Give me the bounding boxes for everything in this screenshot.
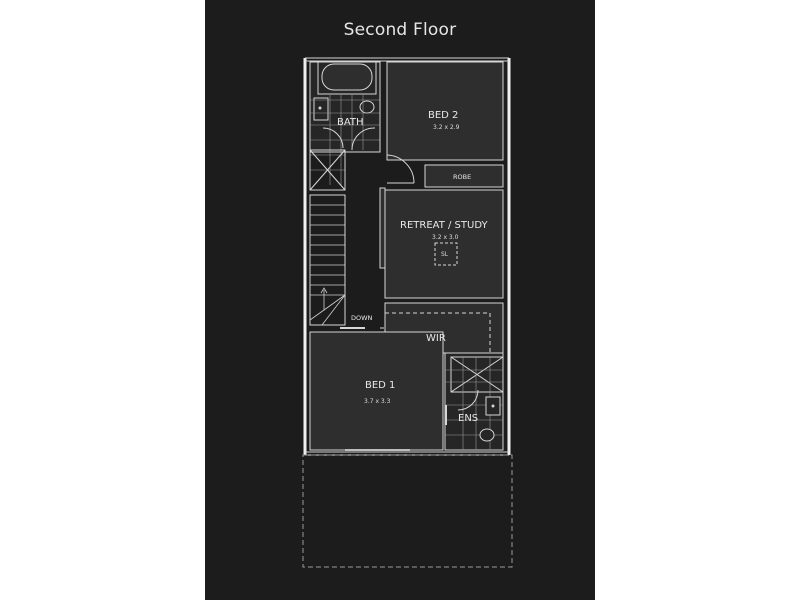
room-size-bed2: 3.2 x 2.9: [433, 124, 460, 131]
room-size-retreat: 3.2 x 3.0: [432, 234, 459, 241]
room-label-ens: ENS: [458, 413, 479, 424]
room-label-retreat: RETREAT / STUDY: [400, 220, 488, 231]
room-label-bed2: BED 2: [428, 110, 459, 121]
floor-title: Second Floor: [343, 20, 457, 40]
stairs-down-label: DOWN: [351, 314, 373, 322]
room-label-bed1: BED 1: [365, 380, 396, 391]
skylight-label: SL: [441, 251, 449, 258]
room-label-bath: BATH: [337, 117, 364, 128]
room-label-wir: WIR: [426, 333, 446, 344]
room-size-bed1: 3.7 x 3.3: [364, 398, 391, 405]
room-label-robe: ROBE: [453, 173, 472, 181]
